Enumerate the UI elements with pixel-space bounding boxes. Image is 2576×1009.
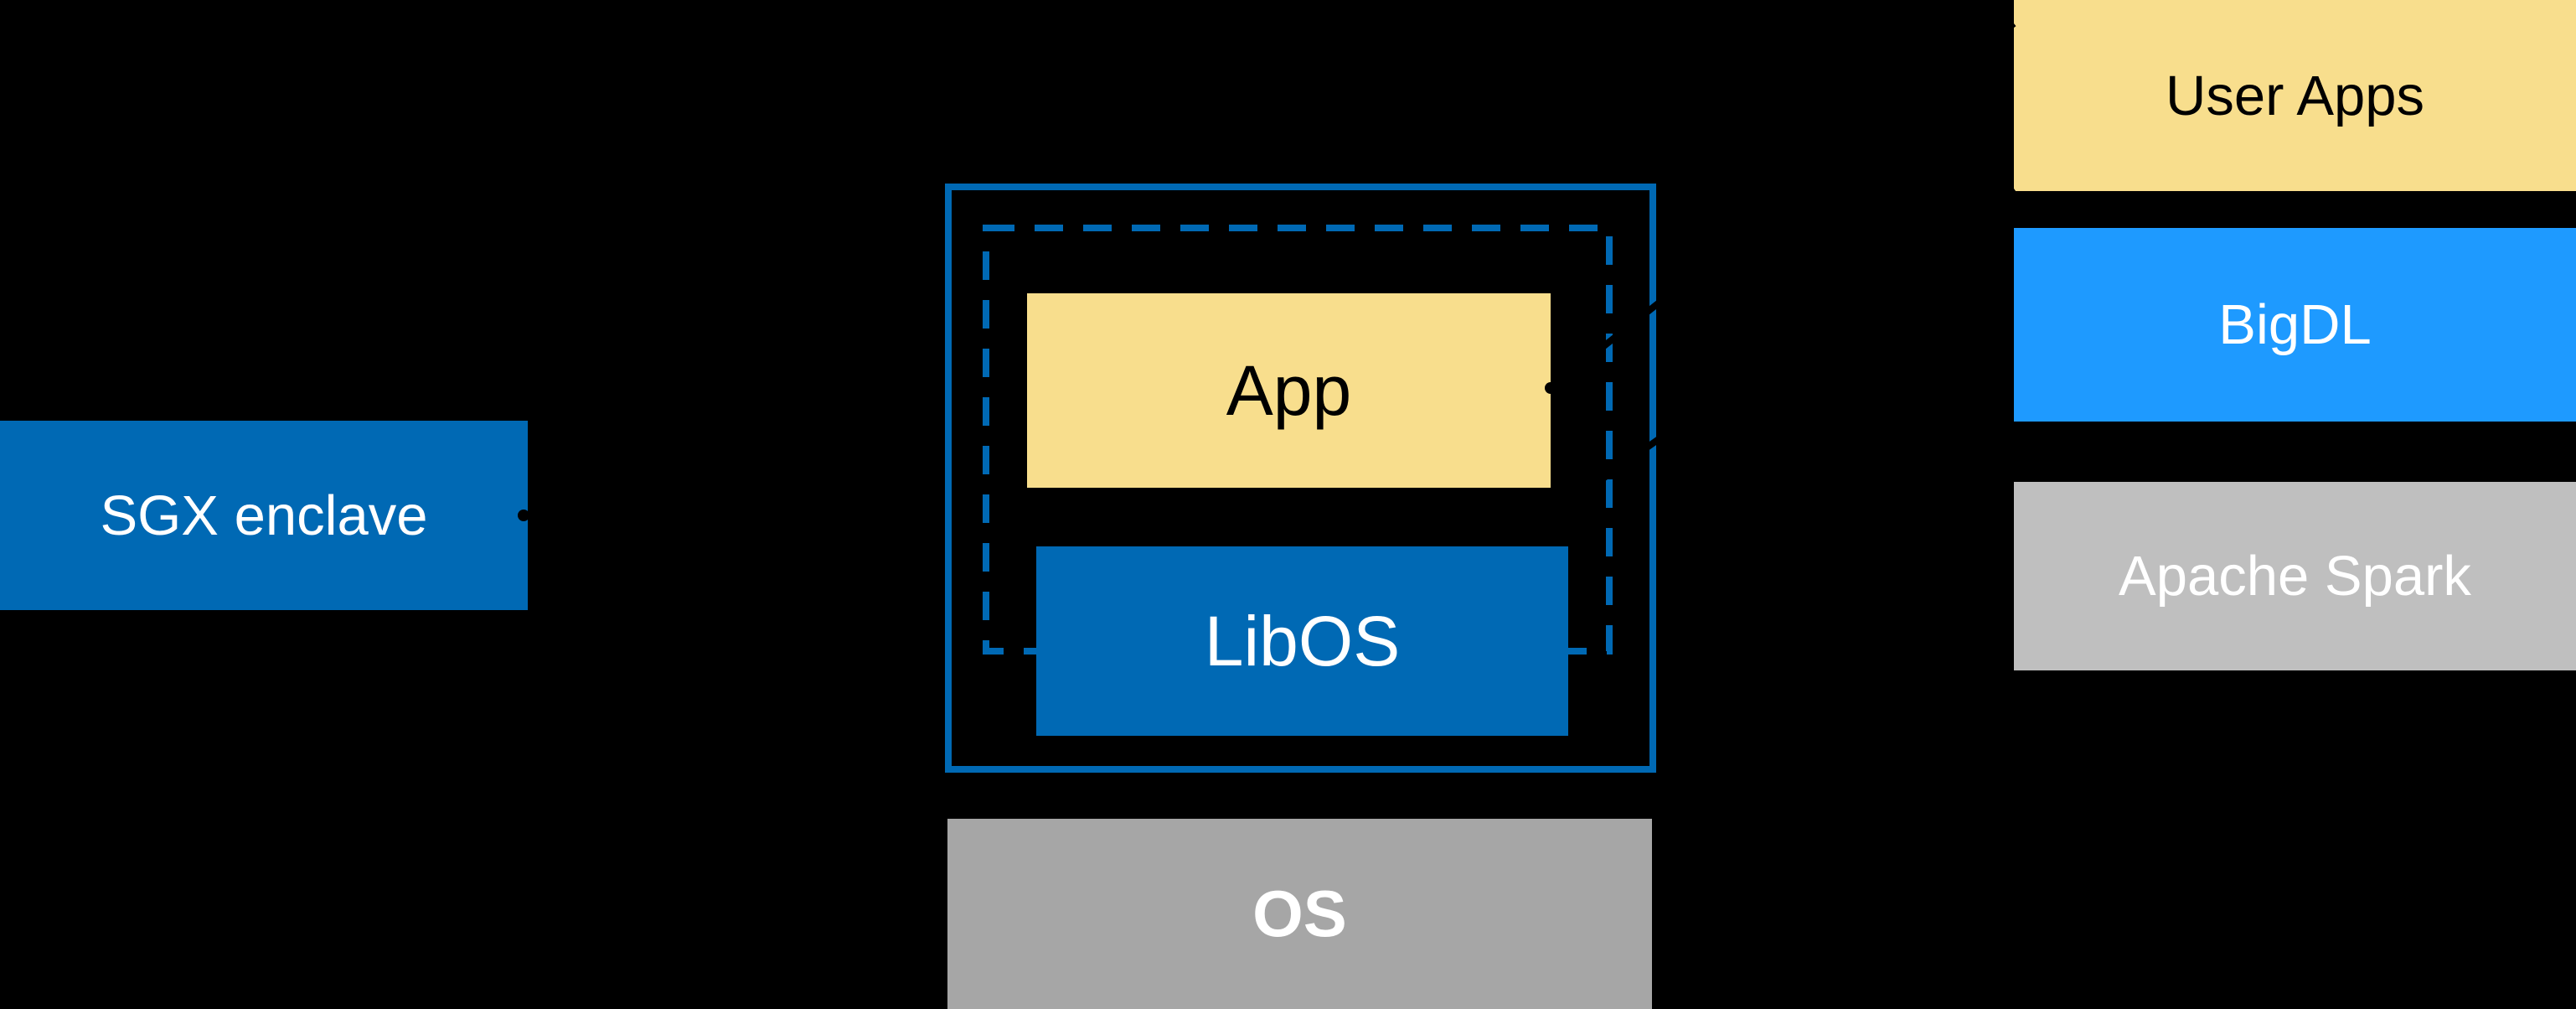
bigdl-label: BigDL: [2218, 293, 2372, 356]
libos-box: LibOS: [1036, 546, 1568, 736]
sgx-enclave-box: SGX enclave: [0, 421, 528, 610]
app-box: App: [1027, 293, 1551, 488]
apache-spark-box: Apache Spark: [2014, 482, 2576, 670]
apache-spark-label: Apache Spark: [2119, 545, 2471, 608]
os-box: OS: [947, 819, 1652, 1009]
os-label: OS: [1252, 877, 1347, 950]
libos-label: LibOS: [1204, 601, 1401, 680]
sgx-enclave-label: SGX enclave: [100, 484, 428, 547]
user-apps-label: User Apps: [2165, 64, 2425, 127]
app-label: App: [1226, 350, 1352, 430]
user-apps-box: User Apps: [2014, 0, 2576, 191]
bigdl-box: BigDL: [2014, 228, 2576, 422]
